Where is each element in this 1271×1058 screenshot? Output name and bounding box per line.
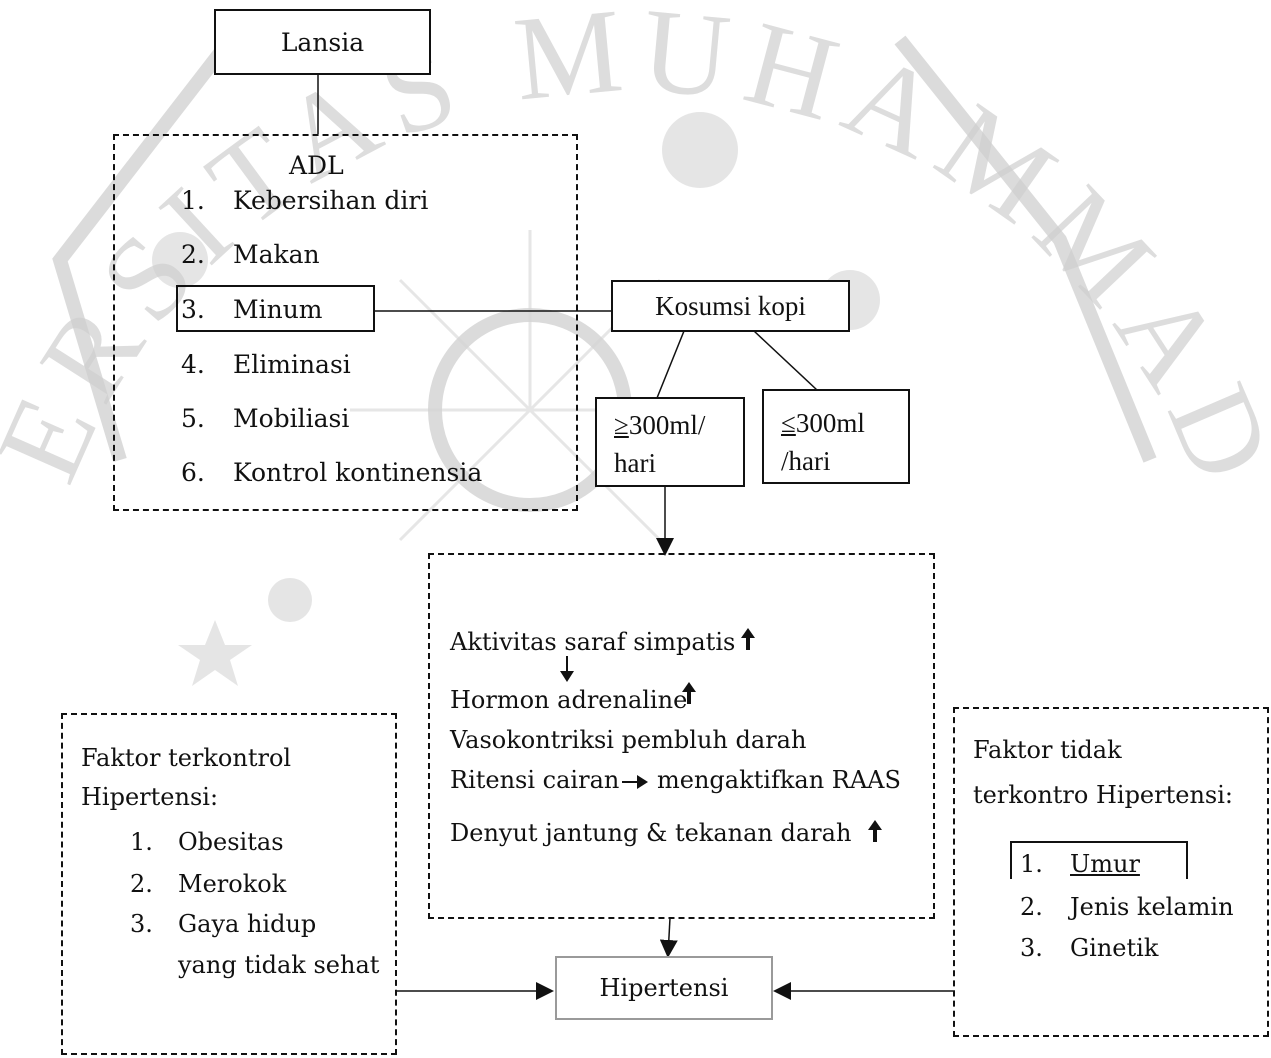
uncontrolled-item-1-highlight	[1010, 841, 1188, 879]
adl-item-4: 4.Eliminasi	[181, 350, 351, 379]
le300-line2: /hari	[781, 446, 831, 476]
emblem-star	[178, 620, 252, 686]
lansia-label: Lansia	[280, 27, 365, 57]
hipertensi-label: Hipertensi	[599, 974, 729, 1002]
right-arrow-icon	[622, 775, 648, 789]
controlled-item-1: 1.Obesitas	[130, 828, 284, 856]
kopi-label: Kosumsi kopi	[655, 290, 806, 321]
ge300-box	[595, 397, 745, 487]
kopi-box: Kosumsi kopi	[611, 280, 850, 332]
uncontrolled-item-3: 3.Ginetik	[1020, 934, 1159, 962]
le300-box	[762, 389, 910, 484]
adl-item-5: 5.Mobiliasi	[181, 404, 350, 433]
ge300-line1: ≥300ml/	[614, 410, 706, 440]
mechanism-line-3: Vasokontriksi pembluh darah	[450, 726, 807, 754]
lansia-box: Lansia	[214, 9, 431, 75]
link-kopi-le300	[753, 330, 818, 391]
le-symbol: ≤	[781, 408, 796, 438]
uncontrolled-title-1: Faktor tidak	[973, 736, 1122, 764]
adl-item-6: 6.Kontrol kontinensia	[181, 458, 483, 487]
mechanism-line-2: Hormon adrenaline	[450, 686, 688, 714]
uncontrolled-item-1: 1.Umur	[1020, 850, 1140, 878]
controlled-factors-group	[61, 713, 397, 1055]
link-mechanism-hipertensi	[659, 917, 678, 958]
ge-symbol: ≥	[614, 410, 629, 440]
down-arrow-icon	[560, 656, 574, 682]
uncontrolled-factors-group	[953, 707, 1269, 1037]
controlled-item-2: 2.Merokok	[130, 870, 287, 898]
adl-item-1: 1.Kebersihan diri	[181, 186, 429, 215]
controlled-item-3-cont: yang tidak sehat	[178, 951, 380, 979]
mechanism-line-4b: mengaktifkan RAAS	[657, 766, 901, 794]
link-kopi-ge300	[656, 330, 685, 399]
up-arrow-icon	[682, 682, 696, 704]
mechanism-group	[428, 553, 935, 919]
up-arrow-icon	[868, 820, 882, 842]
emblem-outline-right	[894, 35, 1157, 463]
controlled-title-2: Hipertensi:	[81, 783, 219, 811]
emblem-leaf-3	[152, 232, 208, 288]
emblem-leaf-4	[268, 578, 312, 622]
adl-item-3: 3.Minum	[181, 295, 323, 324]
emblem-outline-left	[52, 35, 236, 463]
uncontrolled-item-2: 2.Jenis kelamin	[1020, 893, 1234, 921]
adl-item-3-highlight	[176, 285, 375, 332]
mechanism-line-1: Aktivitas saraf simpatis	[450, 628, 736, 656]
uncontrolled-title-2: terkontro Hipertensi:	[973, 781, 1233, 809]
le300-line1: ≤300ml	[781, 408, 865, 438]
mechanism-line-5: Denyut jantung & tekanan darah	[450, 819, 852, 847]
hipertensi-box: Hipertensi	[555, 956, 773, 1020]
adl-group	[113, 134, 578, 511]
emblem-leaf-1	[662, 112, 738, 188]
mechanism-line-4a: Ritensi cairan	[450, 766, 620, 794]
up-arrow-icon	[741, 628, 755, 650]
adl-item-2: 2.Makan	[181, 240, 320, 269]
controlled-title-1: Faktor terkontrol	[81, 744, 292, 772]
ge300-line2: hari	[614, 448, 656, 478]
controlled-item-3: 3.Gaya hidup	[130, 910, 317, 938]
adl-title: ADL	[289, 151, 344, 180]
